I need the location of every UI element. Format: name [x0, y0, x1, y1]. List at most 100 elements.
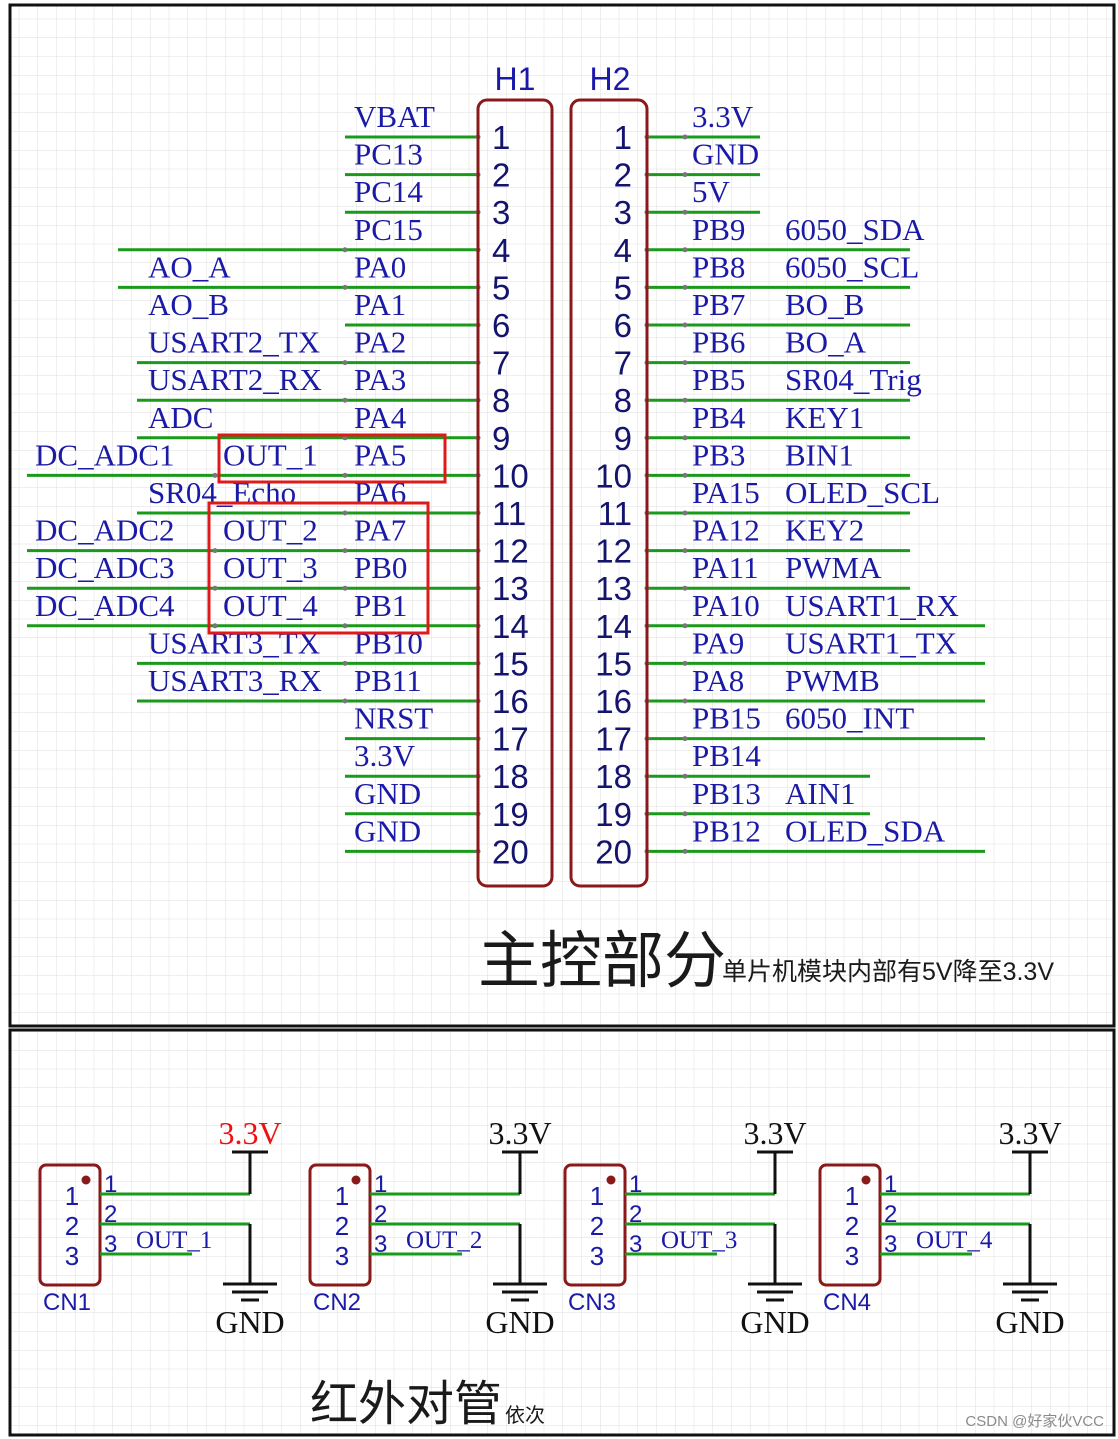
h2-pin-number: 8: [614, 382, 632, 419]
h2-net-junction-14: [682, 623, 688, 629]
h2-net-label: 5V: [692, 174, 731, 209]
h1-function-label: USART2_TX: [148, 325, 320, 360]
h1-net-junction-15: [342, 660, 348, 666]
h2-net-junction-12: [682, 548, 688, 554]
h1-net-junction-14: [342, 623, 348, 629]
h1-pin-number: 11: [492, 495, 526, 532]
h2-net-junction-7: [682, 360, 688, 366]
h2-net-junction-5: [682, 284, 688, 290]
connector-pin-number-outer: 3: [104, 1231, 117, 1258]
h2-net-label: PB6: [692, 325, 745, 360]
h2-net-label: PB5: [692, 362, 745, 397]
h1-net-label: PA0: [354, 249, 406, 284]
h1-function-label: USART2_RX: [148, 362, 322, 397]
connector-pin-number-inner: 2: [65, 1211, 79, 1241]
h1-net-label: PC13: [354, 137, 423, 172]
h2-net-junction-10: [682, 472, 688, 478]
h2-net-junction-4: [682, 247, 688, 253]
header-h2-body: [569, 98, 649, 888]
out-net-label: OUT_3: [661, 1227, 737, 1254]
h1-pin-number: 15: [492, 645, 529, 682]
highlight-box-out1: [217, 433, 447, 484]
vcc-label: 3.3V: [743, 1115, 806, 1151]
h2-net-label: PB3: [692, 437, 745, 472]
h1-adc-junction-12: [212, 548, 218, 554]
h2-function-label: USART1_RX: [785, 588, 959, 623]
connector-pin-number-outer: 1: [629, 1171, 642, 1198]
h2-net-junction-20: [682, 848, 688, 854]
h2-net-label: PB13: [692, 776, 761, 811]
header-h1-body: [476, 98, 554, 888]
connector-pin-number-outer: 3: [884, 1231, 897, 1258]
h1-net-label: PB0: [354, 550, 407, 585]
h2-pin-number: 15: [595, 645, 632, 682]
h1-function-labels: AO_AAO_BUSART2_TXUSART2_RXADCOUT_1SR04_E…: [148, 249, 322, 698]
connector-designator: CN2: [313, 1289, 361, 1316]
h2-function-label: 6050_SCL: [785, 249, 919, 284]
h1-net-junction-13: [342, 585, 348, 591]
h1-function-label: USART3_RX: [148, 663, 322, 698]
h1-pin-number: 8: [492, 382, 510, 419]
h1-pin-number: 4: [492, 232, 510, 269]
h1-net-label: NRST: [354, 701, 433, 736]
h2-net-labels: 3.3VGND5VPB9PB8PB7PB6PB5PB4PB3PA15PA12PA…: [692, 99, 761, 848]
h1-net-label: 3.3V: [354, 738, 416, 773]
h1-adc-label: DC_ADC1: [35, 437, 175, 472]
h2-net-junction-1: [682, 134, 688, 140]
h1-net-label: PA1: [354, 287, 406, 322]
h1-function-label: SR04_Echo: [148, 475, 296, 510]
h2-net-label: PB9: [692, 212, 745, 247]
h2-net-junction-17: [682, 736, 688, 742]
h2-pin-number: 1: [614, 119, 632, 156]
h1-adc-junction-13: [212, 585, 218, 591]
vcc-label: 3.3V: [218, 1115, 281, 1151]
connector-pin-number-inner: 1: [845, 1181, 859, 1211]
h1-pin-number: 10: [492, 457, 529, 494]
h1-net-junction-5: [342, 284, 348, 290]
h2-pin-number: 11: [598, 495, 632, 532]
h1-function-label: ADC: [148, 400, 213, 435]
gnd-label: GND: [485, 1304, 554, 1340]
h2-pin-number: 13: [595, 570, 632, 607]
h1-net-junction-12: [342, 548, 348, 554]
h2-net-label: PB12: [692, 813, 761, 848]
h1-adc-label: DC_ADC4: [35, 588, 175, 623]
h2-net-junction-8: [682, 397, 688, 403]
h1-net-label: VBAT: [354, 99, 435, 134]
sheet2-title: 红外对管: [310, 1378, 502, 1431]
pin1-marker-dot: [81, 1175, 91, 1185]
h2-function-label: 6050_SDA: [785, 212, 925, 247]
h1-net-junction-9: [342, 435, 348, 441]
out-net-label: OUT_4: [916, 1227, 993, 1254]
h2-net-label: PB7: [692, 287, 745, 322]
h1-net-label: PB10: [354, 625, 423, 660]
connector-pin-number-inner: 1: [590, 1181, 604, 1211]
h2-function-label: KEY1: [785, 400, 864, 435]
h2-function-label: PWMB: [785, 663, 880, 698]
connector-pin-number-outer: 1: [104, 1171, 117, 1198]
h2-net-junction-13: [682, 585, 688, 591]
h2-net-junction-3: [682, 209, 688, 215]
h2-pin-number: 4: [614, 232, 632, 269]
h1-function-label: OUT_3: [223, 550, 318, 585]
h1-pin-number: 5: [492, 269, 510, 306]
vcc-label: 3.3V: [998, 1115, 1061, 1151]
connector-pin-number-inner: 2: [335, 1211, 349, 1241]
connector-pin-number-inner: 2: [590, 1211, 604, 1241]
h2-pin-number: 2: [614, 157, 632, 194]
h2-net-label: PA11: [692, 550, 759, 585]
h2-net-label: PB4: [692, 400, 746, 435]
h1-net-junction-10: [342, 472, 348, 478]
sheet1-subtitle: 单片机模块内部有5V降至3.3V: [722, 958, 1054, 986]
h2-function-label: USART1_TX: [785, 625, 957, 660]
h1-function-label: USART3_TX: [148, 625, 320, 660]
h2-net-label: PA15: [692, 475, 760, 510]
h2-function-labels: 6050_SDA6050_SCLBO_BBO_ASR04_TrigKEY1BIN…: [785, 212, 959, 849]
h2-pin-number: 9: [614, 420, 632, 457]
